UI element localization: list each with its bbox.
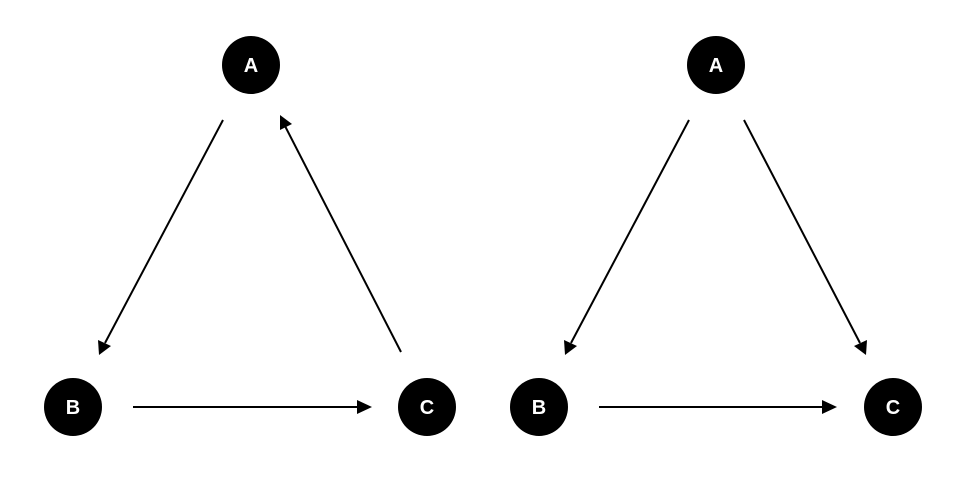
edge-left-c-to-a [280, 115, 402, 353]
node-right-b[interactable]: B [510, 378, 568, 436]
arrowhead [854, 340, 867, 355]
edge-left-b-to-c [133, 400, 372, 414]
arrowhead [357, 400, 372, 414]
edge-right-b-to-c [599, 400, 837, 414]
diagram-right: A B C [510, 36, 922, 436]
arrowhead [280, 115, 292, 130]
node-right-c[interactable]: C [864, 378, 922, 436]
arrowhead [564, 340, 577, 355]
node-label: C [420, 397, 434, 419]
node-label: B [532, 397, 546, 419]
node-label: C [886, 397, 900, 419]
node-label: A [709, 55, 723, 77]
arrowhead [822, 400, 837, 414]
diagram-left: A B C [44, 36, 456, 436]
edge-left-a-to-b [98, 119, 224, 355]
node-label: B [66, 397, 80, 419]
arrowhead [98, 340, 111, 355]
node-label: A [244, 55, 258, 77]
node-right-a[interactable]: A [687, 36, 745, 94]
node-left-c[interactable]: C [398, 378, 456, 436]
edge-right-a-to-c [743, 119, 867, 355]
node-left-a[interactable]: A [222, 36, 280, 94]
node-left-b[interactable]: B [44, 378, 102, 436]
edge-right-a-to-b [564, 119, 690, 355]
